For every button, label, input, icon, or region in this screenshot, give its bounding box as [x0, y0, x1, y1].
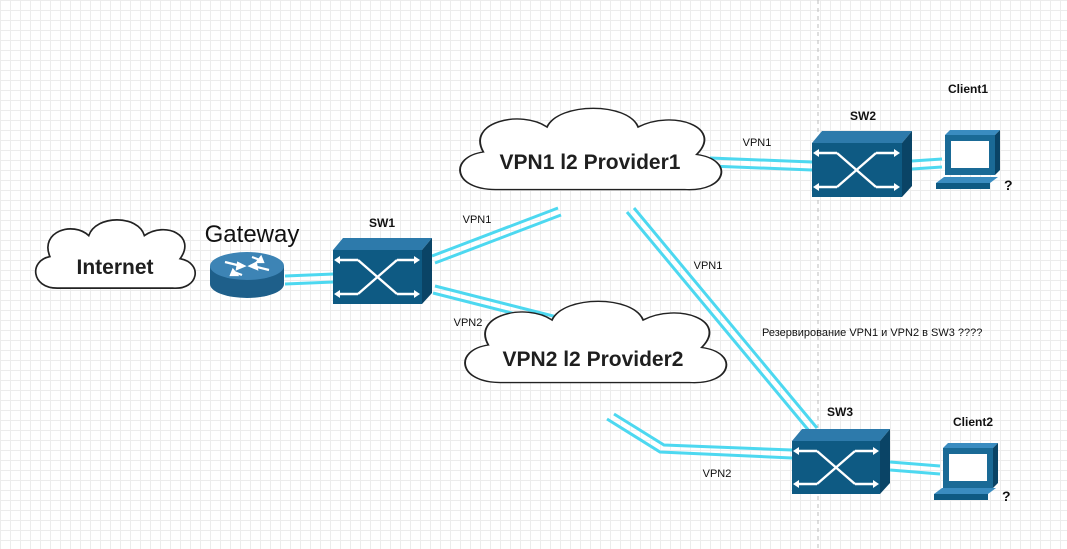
vpn2-provider-label: VPN2 l2 Provider2 — [503, 348, 684, 371]
sw2-switch-icon[interactable] — [812, 131, 912, 197]
sw1-label: SW1 — [369, 216, 395, 230]
client2-computer-icon[interactable]: ? — [934, 443, 1011, 504]
sw1-switch-icon[interactable] — [333, 238, 432, 304]
link-label-vpn2-sw3: VPN2 — [703, 468, 732, 480]
vpn1-provider-cloud-icon[interactable] — [459, 107, 723, 191]
link-vpn2-sw3[interactable] — [606, 412, 793, 460]
sw3-switch-icon[interactable] — [792, 429, 890, 494]
vpn1-provider-label: VPN1 l2 Provider1 — [500, 151, 681, 174]
client1-label: Client1 — [948, 82, 988, 96]
sw3-label: SW3 — [827, 405, 853, 419]
link-label-vpn1-sw3: VPN1 — [694, 260, 723, 272]
internet-label: Internet — [76, 256, 153, 279]
router-icon[interactable] — [210, 252, 284, 298]
redundancy-annotation: Резервирование VPN1 и VPN2 в SW3 ???? — [762, 327, 982, 339]
link-sw3-client2[interactable] — [889, 460, 941, 476]
svg-text:?: ? — [1004, 177, 1013, 193]
link-sw2-client1[interactable] — [911, 157, 943, 171]
svg-text:?: ? — [1002, 488, 1011, 504]
gateway-label: Gateway — [205, 221, 300, 248]
link-label-sw1-vpn2: VPN2 — [454, 317, 483, 329]
link-vpn1-sw2[interactable] — [709, 156, 813, 172]
link-vpn1-sw3[interactable] — [625, 207, 819, 433]
link-gateway-sw1[interactable] — [284, 272, 335, 286]
link-label-vpn1-sw2: VPN1 — [743, 137, 772, 149]
client1-computer-icon[interactable]: ? — [936, 130, 1013, 193]
link-sw1-vpn1[interactable] — [431, 206, 562, 265]
links — [284, 156, 943, 476]
link-label-sw1-vpn1: VPN1 — [463, 214, 492, 226]
client2-label: Client2 — [953, 415, 993, 429]
sw2-label: SW2 — [850, 109, 876, 123]
